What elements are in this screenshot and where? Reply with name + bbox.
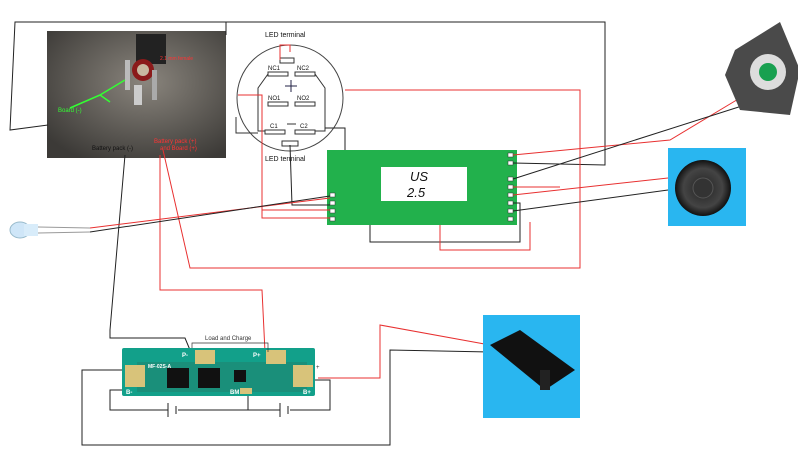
power-led-component: [725, 22, 798, 115]
board-pos-label: and Board (+): [160, 146, 197, 152]
led-terminal-top-label: LED terminal: [265, 32, 306, 39]
switch-pinout: LED terminal NC1 NC2 NO1 NO2 C1 C2 LED t…: [235, 32, 344, 163]
pin-nc2: NC2: [297, 66, 310, 72]
charger-b-neg: B-: [126, 390, 132, 396]
load-and-charge-label: Load and Charge: [205, 336, 252, 342]
us-module: US 2.5: [327, 150, 517, 225]
charger-board: P- P+ B- B+ BM MF-02S-A Load and Charge …: [122, 336, 320, 396]
pin-no1: NO1: [268, 96, 281, 102]
pin-c1: C1: [270, 124, 278, 130]
battery-holder-component: [483, 315, 580, 418]
led-terminal-bottom-label: LED terminal: [265, 156, 306, 163]
battery-neg-label: Battery pack (-): [92, 146, 133, 152]
wires: [9, 21, 746, 446]
pin-no2: NO2: [297, 96, 310, 102]
charger-b-pos: B+: [303, 390, 311, 396]
module-label-line1: US: [410, 169, 428, 184]
charger-plus-label: +: [316, 365, 320, 371]
charger-bm: BM: [230, 390, 239, 396]
dc-jack-photo: 2.1 mm female Board (-) Battery pack (-)…: [47, 31, 226, 158]
jack-title: 2.1 mm female: [160, 56, 193, 62]
led-component: [9, 221, 91, 239]
pin-c2: C2: [300, 124, 308, 130]
module-label-line2: 2.5: [406, 185, 426, 200]
charger-model: MF-02S-A: [148, 364, 171, 370]
speaker-component: [668, 148, 746, 226]
pin-nc1: NC1: [268, 66, 281, 72]
charger-p-pos: P+: [253, 353, 261, 359]
charger-p-neg: P-: [182, 353, 188, 359]
battery-pos-label: Battery pack (+): [154, 139, 197, 145]
board-neg-label: Board (-): [58, 108, 82, 114]
